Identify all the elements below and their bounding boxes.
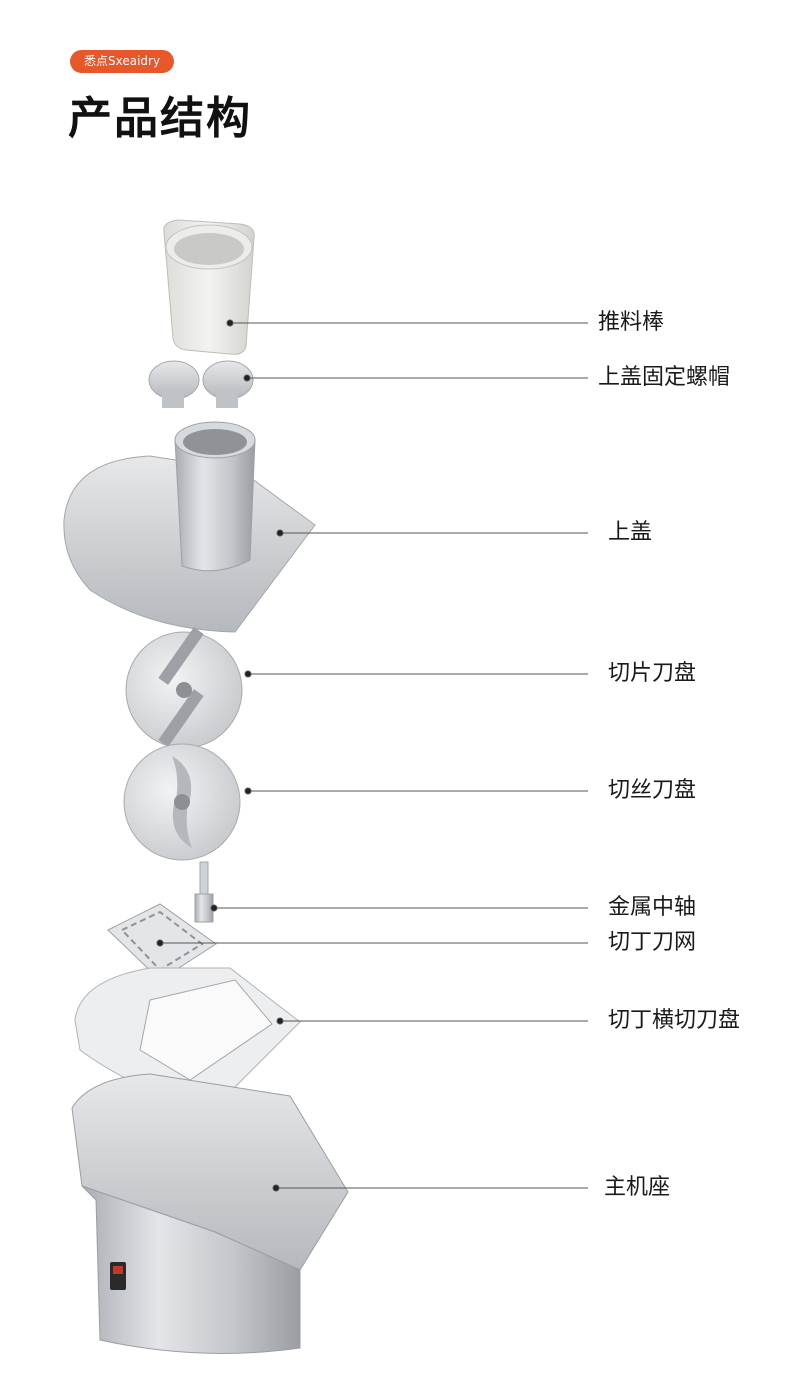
label-dicing-cross-disc: 切丁横切刀盘 — [608, 1007, 740, 1035]
label-lid-screws: 上盖固定螺帽 — [598, 364, 730, 392]
base-part — [72, 1074, 348, 1353]
lid-screws-part — [149, 361, 253, 408]
pusher-part — [164, 220, 254, 354]
shredding-disc-part — [124, 744, 240, 860]
lid-part — [64, 422, 315, 632]
label-slicing-disc: 切片刀盘 — [608, 660, 696, 688]
label-dicing-grid: 切丁刀网 — [608, 929, 696, 957]
label-metal-shaft: 金属中轴 — [608, 894, 696, 922]
metal-shaft-part — [195, 862, 213, 922]
label-shredding-disc: 切丝刀盘 — [608, 777, 696, 805]
label-base: 主机座 — [604, 1174, 670, 1202]
label-pusher: 推料棒 — [598, 309, 664, 337]
slicing-disc-part — [126, 627, 242, 748]
label-lid: 上盖 — [608, 519, 652, 547]
